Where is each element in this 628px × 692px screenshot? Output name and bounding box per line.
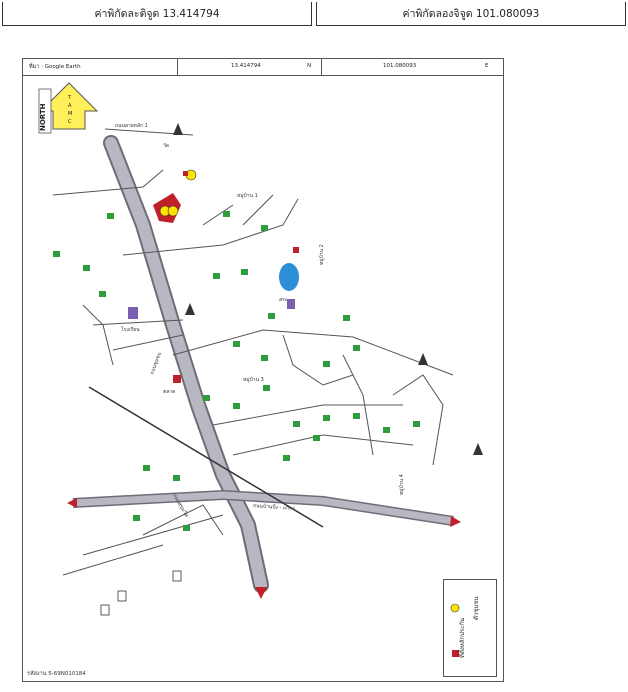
collateral-marker [153,169,197,223]
north-label: NORTH [39,103,47,131]
legend-item-community: ตัวชุมชน [473,597,480,620]
map-source-label: ที่มา : Google Earth [29,64,81,70]
job-code: รหัสงาน 5-69N010184 [27,671,86,677]
map-header-lat-unit: N [307,63,312,69]
map-canvas: ถนนสายหลัก 1 ถนนบ้านบึง - แกลง ถนนสุขุมว… [38,82,483,616]
secondary-roads [52,128,454,576]
cell-gap [310,2,317,26]
road-arrow-west [67,498,77,508]
latitude-value: 13.414794 [162,8,220,20]
school-label: โรงเรียน [121,326,140,333]
main-highway [105,137,267,591]
north-arrow [38,82,99,134]
temple-label: วัด [163,143,169,149]
north-letter-1: T [67,95,72,101]
map-header-lon: 101.080093 [383,63,417,69]
house-icons [53,211,420,531]
road-arrow-east [450,516,461,527]
market-label: ตลาด [163,389,175,395]
yellow-circle-icon [450,603,460,613]
legend: ที่ตั้งหลักประกัน ตัวชุมชน [443,579,497,677]
legend-canvas: ที่ตั้งหลักประกัน ตัวชุมชน [450,597,480,658]
latitude-cell: ค่าพิกัดละติจูด 13.414794 [2,2,312,26]
building-icons [100,247,299,616]
village-label-3: หมู่บ้าน 3 [243,376,264,383]
map-header-lat: 13.414794 [231,63,261,69]
village-label-2: หมู่บ้าน 2 [318,244,325,265]
road-label-east: ถนนบ้านบึง - แกลง [253,502,296,512]
east-west-road [72,491,454,525]
railway-line [88,386,324,528]
road-label-top: ถนนสายหลัก 1 [115,123,148,129]
map-header-lon-unit: E [485,63,489,69]
pond-icon [279,263,299,291]
north-letter-2: A [68,103,72,109]
legend-item-collateral: ที่ตั้งหลักประกัน [456,618,466,658]
longitude-label: ค่าพิกัดลองจิจูด [402,8,473,20]
north-letter-3: M [68,111,72,117]
longitude-cell: ค่าพิกัดลองจิจูด 101.080093 [315,2,627,26]
road-label-mid: ถนนชุมชน [149,351,163,376]
temple-icons [173,123,483,455]
map-frame: ที่มา : Google Earth 13.414794 N 101.080… [22,58,504,682]
north-letter-4: C [68,119,72,125]
village-label-1: หมู่บ้าน 1 [237,192,258,199]
longitude-value: 101.080093 [475,8,540,20]
pond-label: สระ [279,297,288,303]
map-header: ที่มา : Google Earth 13.414794 N 101.080… [23,59,503,76]
village-label-4: หมู่บ้าน 4 [398,474,405,495]
latitude-label: ค่าพิกัดละติจูด [94,8,160,20]
coordinate-table: ค่าพิกัดละติจูด 13.414794 ค่าพิกัดลองจิจ… [2,2,627,26]
highway-arrow-south [255,587,267,599]
red-square-icon [452,650,459,657]
